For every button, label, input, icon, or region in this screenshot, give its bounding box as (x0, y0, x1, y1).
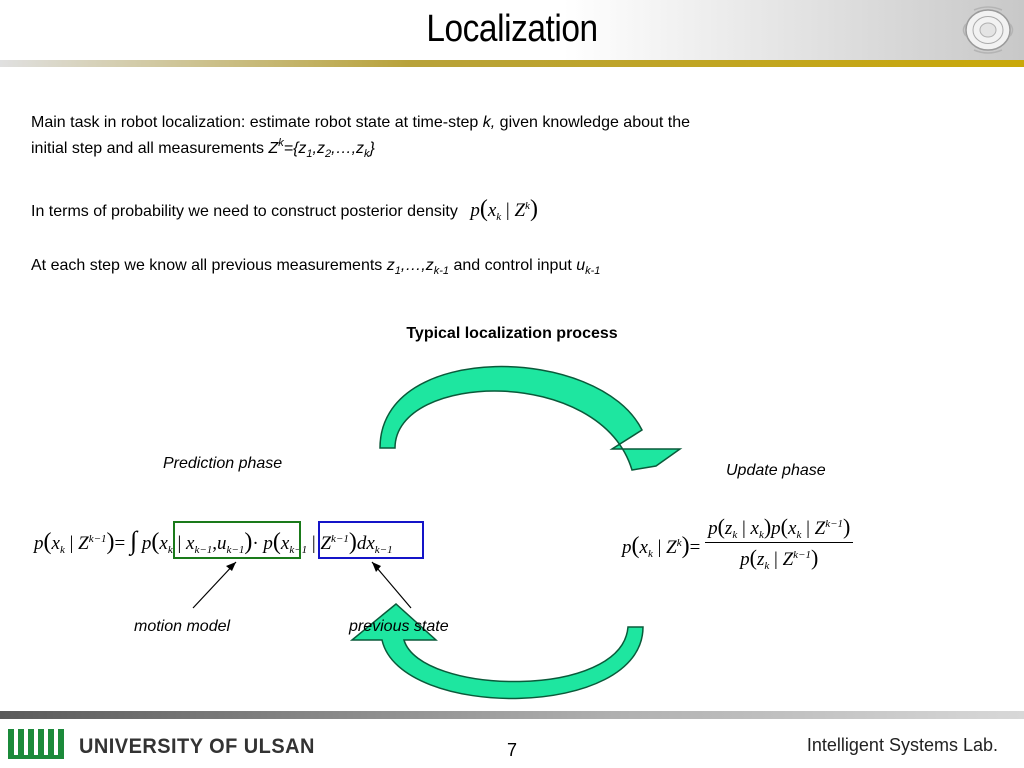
intro-text-3: initial step and all measurements (31, 140, 269, 157)
motion-model-box (173, 521, 301, 559)
measurements-text-1: At each step we know all previous measur… (31, 257, 387, 274)
university-seal-icon (962, 6, 1014, 54)
bayes-fraction: p(zk | xk)p(xk | Zk−1) p(zk | Zk−1) (705, 514, 854, 572)
measurement-sequence: z1,…,zk-1 (386, 257, 450, 277)
update-equation: p(xk | Zk)= p(zk | xk)p(xk | Zk−1) p(zk … (622, 514, 854, 572)
process-title: Typical localization process (406, 325, 618, 342)
slide-title: Localization (426, 8, 598, 50)
intro-k: k, (482, 114, 496, 131)
intro-paragraph: Main task in robot localization: estimat… (31, 110, 690, 162)
posterior-formula: p(xk | Zk) (470, 196, 538, 223)
measurement-set: Zk={z1,z2,…,zk} (268, 137, 375, 160)
posterior-text: In terms of probability we need to const… (31, 203, 458, 220)
update-phase-label: Update phase (726, 462, 826, 479)
lab-name: Intelligent Systems Lab. (806, 735, 998, 755)
prediction-phase-label: Prediction phase (163, 455, 283, 472)
top-cycle-arrow-icon (379, 365, 683, 471)
university-logo-icon (8, 729, 64, 759)
page-number: 7 (506, 740, 517, 760)
university-name: UNIVERSITY OF ULSAN (79, 735, 315, 758)
intro-text-1: Main task in robot localization: estimat… (31, 114, 483, 131)
previous-state-pointer (371, 561, 412, 609)
motion-model-pointer (192, 561, 237, 609)
posterior-paragraph: In terms of probability we need to const… (31, 196, 538, 225)
previous-state-box (318, 521, 424, 559)
measurements-text-2: and control input (449, 257, 577, 274)
measurements-paragraph: At each step we know all previous measur… (31, 253, 600, 279)
footer-bar (0, 711, 1024, 719)
previous-state-label: previous state (349, 618, 449, 635)
bottom-cycle-arrow-icon (349, 603, 644, 700)
intro-text-2: given knowledge about the (495, 114, 691, 131)
control-input: uk-1 (576, 257, 601, 277)
prediction-equation: p(xk | Zk−1)= ∫ p(xk | xk−1,uk−1)· p(xk−… (34, 526, 393, 556)
header-band (0, 0, 1024, 60)
header-accent-bar (0, 60, 1024, 67)
motion-model-label: motion model (134, 618, 231, 635)
